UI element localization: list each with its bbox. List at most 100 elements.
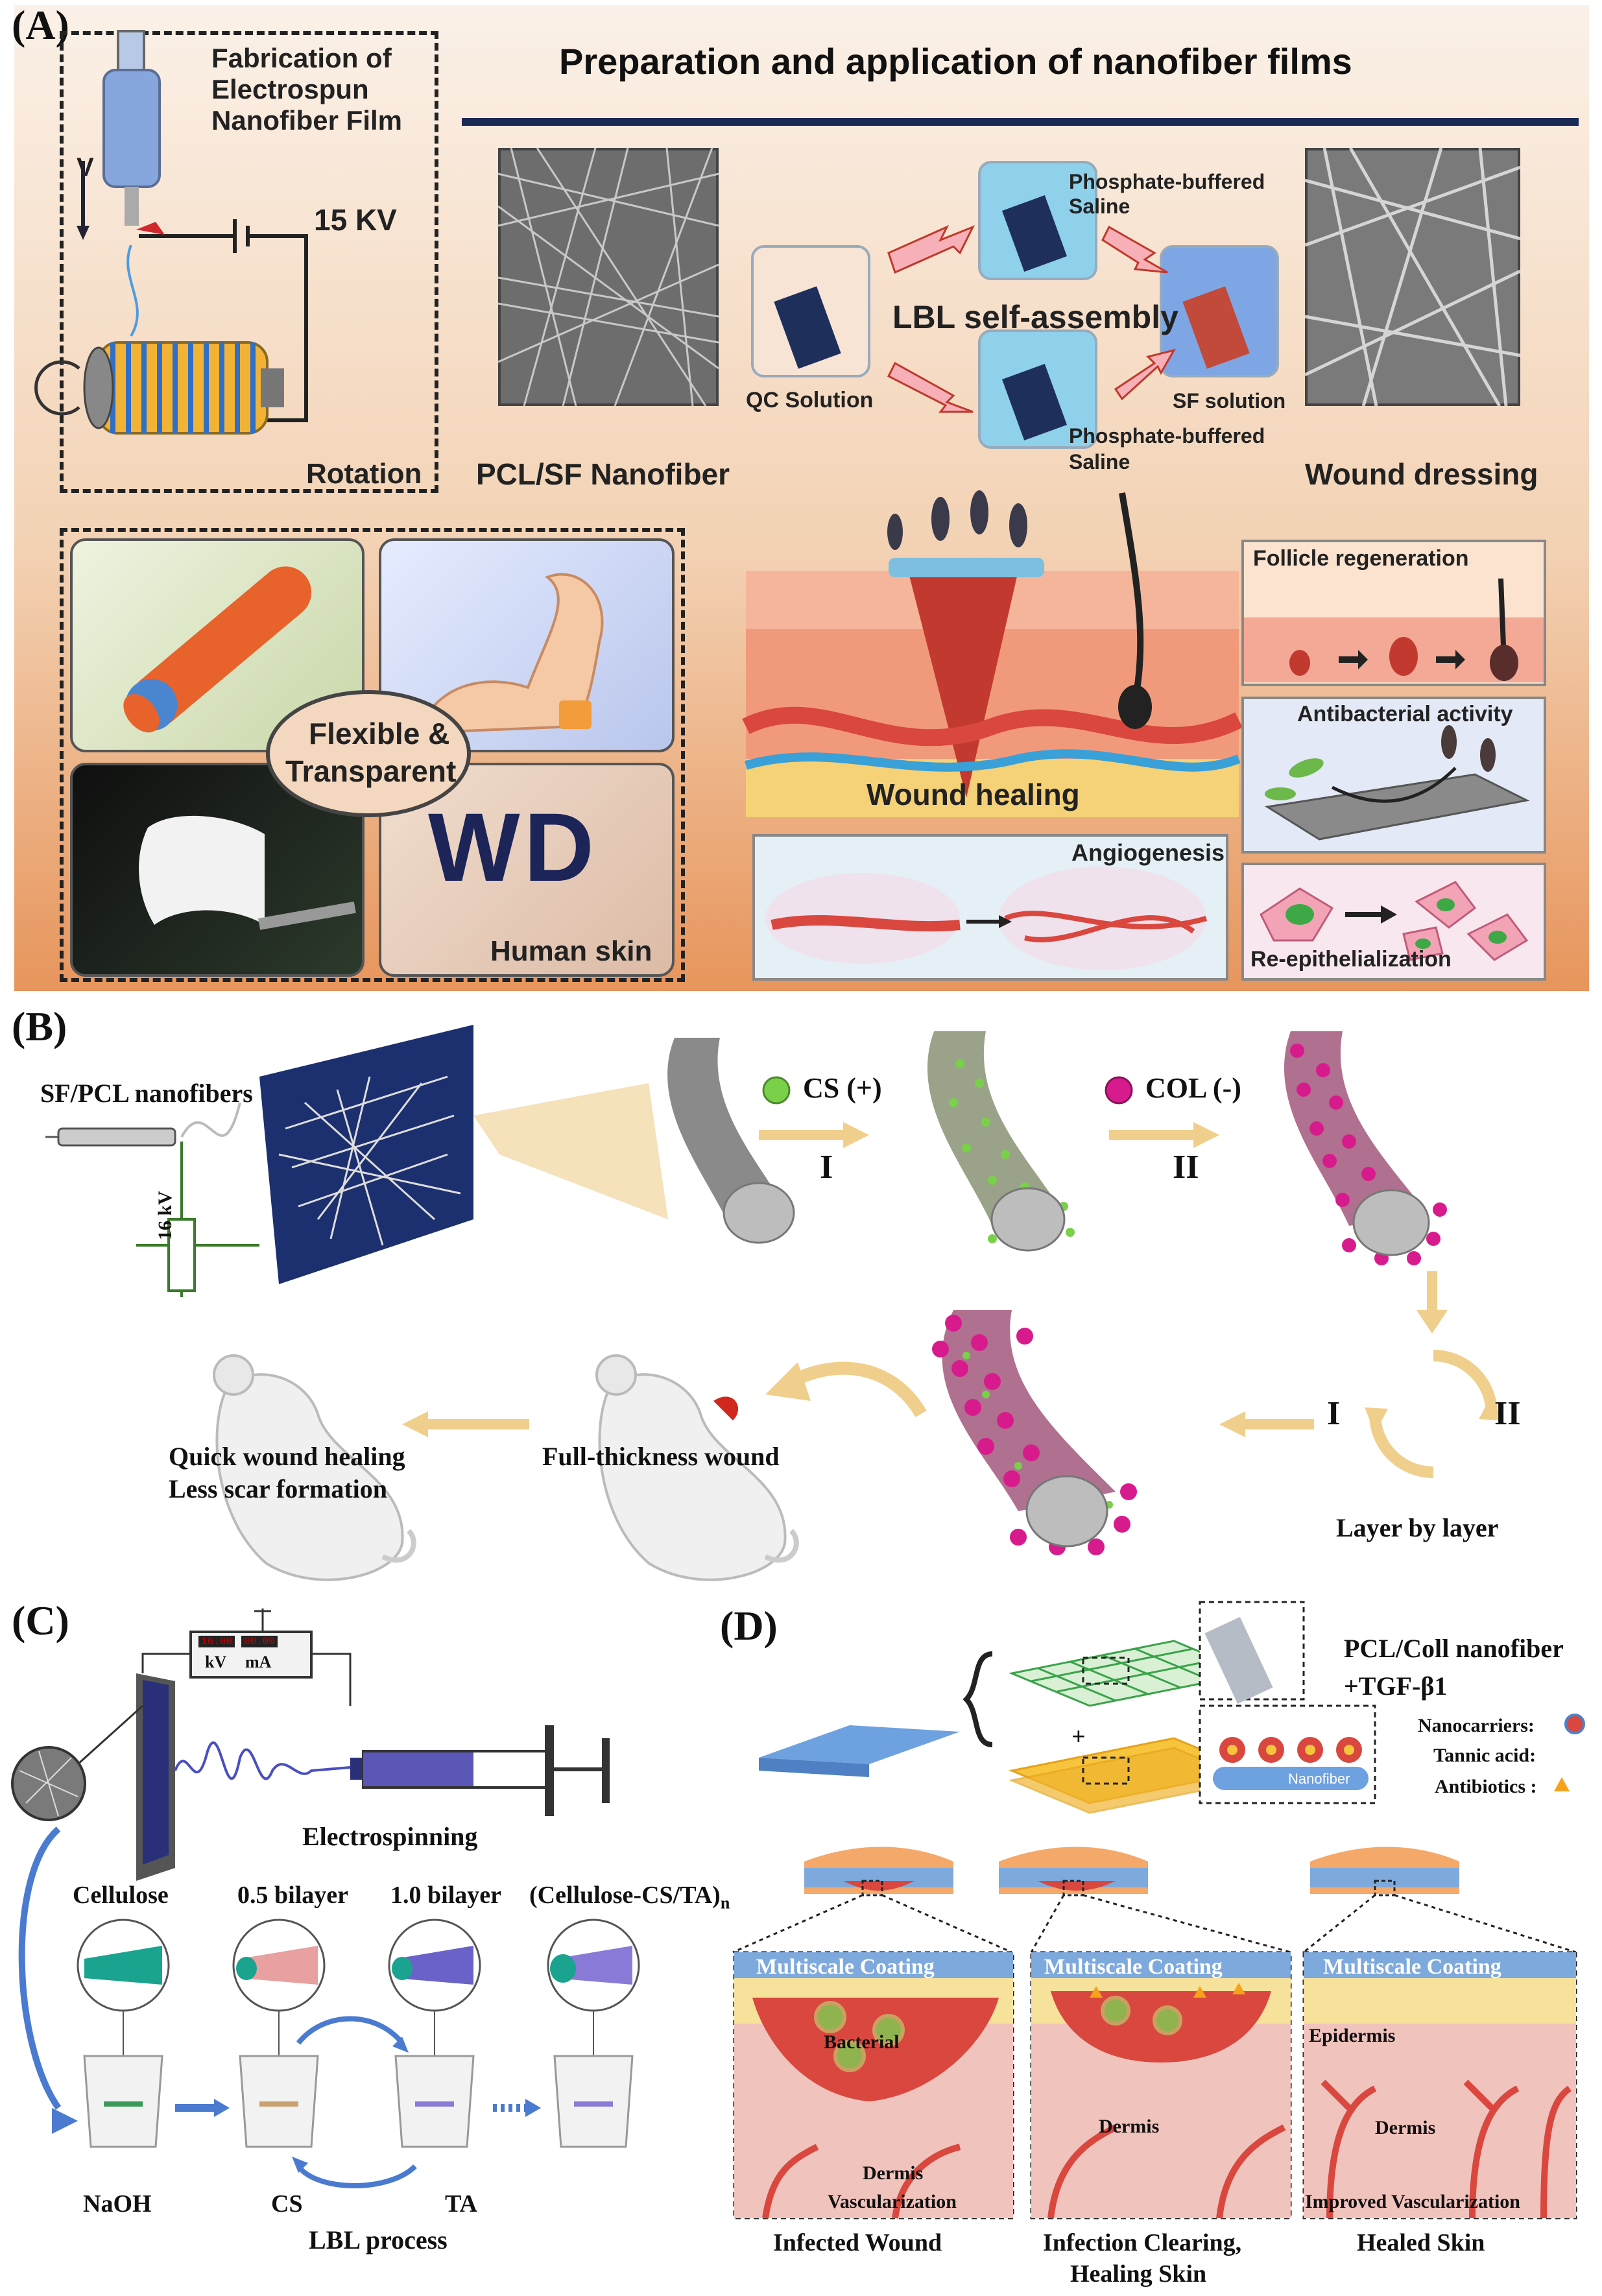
lbl-process-illustration: [18, 1826, 640, 2188]
step-1-label: I: [820, 1149, 833, 1186]
antibiotics-label: Antibiotics :: [1435, 1776, 1537, 1797]
cycle-1-label: I: [1327, 1395, 1341, 1432]
cycle-2-label: II: [1494, 1395, 1521, 1432]
panel-c-letter: (C): [12, 1597, 69, 1644]
angiogenesis-illustration: [765, 867, 1208, 970]
rotation-label: Rotation: [306, 458, 422, 490]
cs-ball-icon: [762, 1076, 791, 1105]
step-2-arrow: [1109, 1122, 1219, 1148]
panel-b-letter: (B): [12, 1003, 67, 1049]
reepithelialization-illustration: [1260, 881, 1529, 961]
step-1-arrow: [759, 1122, 869, 1148]
sf-solution-label: SF solution: [1173, 389, 1286, 413]
healed-skin-caption: Healed Skin: [1357, 2229, 1485, 2256]
dermis-label-3: Dermis: [1375, 2117, 1436, 2138]
pcl-sf-sem-image: [498, 148, 719, 406]
panel-c-electrospinning-illustration: [11, 1608, 610, 1881]
full-thickness-label: Full-thickness wound: [542, 1442, 780, 1471]
angiogenesis-label: Angiogenesis: [1071, 839, 1225, 866]
quick-healing-label-2: Less scar formation: [169, 1474, 387, 1503]
panel-a-title: Preparation and application of nanofiber…: [559, 41, 1352, 82]
fabrication-box: [60, 31, 438, 493]
flexible-center-ellipse: [266, 690, 471, 817]
dermis-label-2: Dermis: [1099, 2116, 1160, 2137]
left-arrow-2: [402, 1411, 529, 1437]
meter-ma-value: 00.00: [241, 1636, 278, 1647]
nanocarriers-label: Nanocarriers:: [1418, 1715, 1535, 1736]
follicle-label: Follicle regeneration: [1253, 546, 1469, 571]
pcl-sf-label: PCL/SF Nanofiber: [476, 457, 730, 491]
panel-b-electrospinning-illustration: [45, 1025, 668, 1297]
half-bilayer-label: 0.5 bilayer: [237, 1882, 348, 1909]
pbs-top-2: Saline: [1069, 195, 1130, 218]
v-label: V: [77, 153, 94, 182]
human-skin-label: Human skin: [490, 935, 652, 967]
epidermis-label: Epidermis: [1309, 2025, 1396, 2046]
panel-d-layers-illustration: [759, 1601, 1585, 1814]
cellulose-cs-ta-label: (Cellulose-CS/TA)n: [529, 1881, 730, 1913]
wounded-mouse-illustration: [595, 1354, 799, 1581]
qc-solution-label: QC Solution: [746, 388, 874, 413]
lbl-self-assembly: LBL self-assembly: [892, 299, 1178, 335]
down-arrow: [1417, 1271, 1448, 1333]
fabrication-title-1: Fabrication of: [211, 43, 392, 73]
one-bilayer-label: 1.0 bilayer: [390, 1882, 501, 1909]
layer-by-layer-label: Layer by layer: [1336, 1513, 1499, 1542]
single-fiber-illustration: [667, 1038, 795, 1244]
skin-cross-section-illustration: [742, 490, 1243, 817]
flexed-arm-icon: [416, 573, 604, 735]
pcl-sf-fibers: [497, 147, 719, 407]
coating-label-1: Multiscale Coating: [756, 1955, 935, 1979]
lbl-process-label: LBL process: [309, 2225, 448, 2254]
wound-dressing-label: Wound dressing: [1305, 457, 1538, 491]
flexible-label-1: Flexible &: [309, 717, 450, 750]
panel-d-skin-illustration: [732, 1847, 1577, 2219]
subscript-n: n: [720, 1893, 730, 1913]
sf-pcl-label: SF/PCL nanofibers: [40, 1079, 253, 1108]
infection-clearing-caption-2: Healing Skin: [1070, 2260, 1207, 2288]
pbs-top-1: Phosphate-buffered: [1069, 170, 1265, 193]
nanofiber-bar-label: Nanofiber: [1288, 1771, 1350, 1787]
dermis-label-1: Dermis: [863, 2162, 924, 2184]
quick-healing-label-1: Quick wound healing: [169, 1442, 405, 1471]
meter-ma-unit: mA: [245, 1653, 272, 1671]
fabrication-title-2: Electrospun: [211, 74, 369, 104]
col-label: COL (-): [1145, 1072, 1241, 1104]
wound-healing-label: Wound healing: [867, 778, 1080, 811]
flexible-box: [60, 528, 685, 982]
curved-left-arrow: [765, 1361, 927, 1418]
col-coated-fiber-illustration: [1284, 1031, 1447, 1265]
reepithelialization-label: Re-epithelialization: [1250, 947, 1452, 972]
meter-kv-value: 16.00: [198, 1636, 235, 1647]
bent-film-icon: [139, 815, 356, 930]
antibacterial-illustration: [1264, 725, 1530, 841]
wound-dressing-fibers: [1304, 147, 1522, 407]
antibacterial-label: Antibacterial activity: [1297, 702, 1513, 726]
left-arrow-1: [1219, 1411, 1314, 1437]
cellulose-label: Cellulose: [73, 1882, 169, 1909]
healed-mouse-illustration: [213, 1354, 416, 1581]
bacterial-label: Bacterial: [824, 2031, 900, 2053]
improved-vasc-label: Improved Vascularization: [1305, 2191, 1520, 2212]
cs-label: CS (+): [803, 1072, 882, 1104]
flexible-label-2: Transparent: [285, 754, 457, 788]
kv-b-label: 16 kV: [154, 1191, 176, 1240]
title-underline: [462, 118, 1579, 126]
cellulose-cs-ta-text: (Cellulose-CS/TA): [529, 1882, 721, 1909]
layered-tube-icon: [123, 566, 312, 733]
pbs-bottom-2: Saline: [1069, 450, 1130, 473]
plus-sign: +: [1071, 1723, 1086, 1751]
pcl-coll-label-2: +TGF-β1: [1344, 1671, 1448, 1701]
panel-d-letter: (D): [720, 1603, 778, 1649]
vascularization-label: Vascularization: [828, 2191, 957, 2212]
electrospinning-setup-illustration: [34, 30, 308, 435]
ta-label: TA: [445, 2190, 477, 2218]
lbl-beakers-illustration: [751, 161, 1279, 449]
voltage-label: 15 KV: [314, 203, 397, 237]
meter-kv-unit: kV: [205, 1653, 227, 1671]
cs-c-label: CS: [271, 2190, 303, 2218]
electrospinning-label: Electrospinning: [302, 1822, 478, 1851]
fabrication-title-3: Nanofiber Film: [211, 105, 403, 136]
naoh-label: NaOH: [83, 2190, 152, 2218]
pcl-coll-label-1: PCL/Coll nanofiber: [1344, 1634, 1564, 1663]
